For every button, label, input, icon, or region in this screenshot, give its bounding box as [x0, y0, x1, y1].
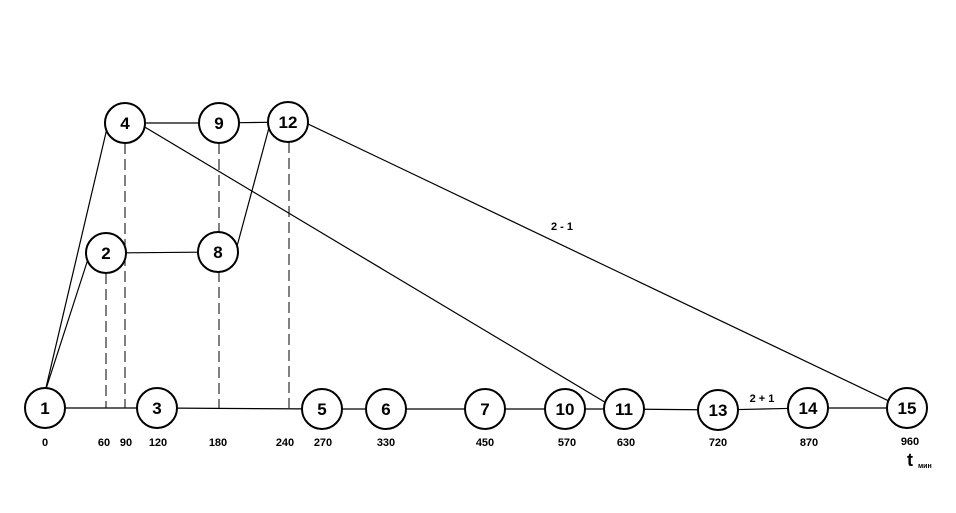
node-6: 6: [365, 388, 407, 430]
edge-13-14: [737, 407, 789, 411]
time-tick-label: 270: [314, 437, 332, 449]
node-2: 2: [85, 232, 127, 274]
node-circle: [267, 101, 309, 143]
edges: [44, 121, 892, 411]
node-label: 11: [615, 400, 633, 419]
time-axis-labels: 0 60 90 120 180 240 270 330 450 570 630 720 870 960: [42, 436, 919, 449]
time-tick-label: 180: [209, 437, 227, 449]
node-label: 14: [799, 399, 818, 418]
node-circle: [136, 387, 178, 429]
node-13: 13: [697, 389, 739, 431]
time-tick-label: 240: [276, 437, 294, 449]
node-circle: [104, 102, 146, 144]
node-4: 4: [104, 102, 146, 144]
time-tick-label: 870: [800, 437, 818, 449]
node-circle: [603, 388, 645, 430]
node-circle: [544, 388, 586, 430]
node-label: 9: [214, 114, 223, 133]
node-circle: [85, 232, 127, 274]
node-circle: [787, 387, 829, 429]
node-1: 1: [24, 387, 66, 429]
node-3: 3: [136, 387, 178, 429]
time-tick-label: 720: [709, 437, 727, 449]
node-circle: [886, 387, 928, 429]
node-label: 13: [709, 401, 728, 420]
edge-1-2: [44, 255, 90, 393]
time-axis-title: t мин: [907, 450, 932, 470]
edge-3-5: [176, 407, 303, 410]
time-tick-label: 960: [901, 436, 919, 448]
time-tick-label: 120: [149, 437, 167, 449]
node-label: 5: [317, 400, 326, 419]
edge-1-4: [44, 123, 109, 393]
axis-label-main: t: [907, 450, 913, 470]
time-tick-label: 90: [120, 437, 132, 449]
node-label: 12: [279, 113, 298, 132]
node-circle: [197, 231, 239, 273]
node-label: 10: [556, 400, 575, 419]
node-circle: [365, 388, 407, 430]
node-5: 5: [301, 388, 343, 430]
time-tick-label: 630: [617, 437, 635, 449]
node-label: 4: [120, 114, 130, 133]
node-circle: [697, 389, 739, 431]
time-tick-label: 330: [377, 437, 395, 449]
node-circle: [24, 387, 66, 429]
edge-label-12-15: 2 - 1: [551, 221, 573, 233]
edge-4-11: [142, 125, 609, 405]
edge-11-13: [643, 408, 699, 411]
dashed-projection-lines: [105, 142, 290, 408]
node-10: 10: [544, 388, 586, 430]
edge-labels: 2 + 1 2 - 1: [551, 221, 774, 405]
time-tick-label: 570: [558, 437, 576, 449]
node-14: 14: [787, 387, 829, 429]
time-tick-label: 60: [98, 437, 110, 449]
edge-12-15: [305, 122, 892, 403]
edge-label-13-14: 2 + 1: [750, 393, 775, 405]
edge-2-8: [125, 251, 199, 254]
node-label: 8: [213, 243, 222, 262]
node-8: 8: [197, 231, 239, 273]
node-11: 11: [603, 388, 645, 430]
node-label: 7: [480, 400, 489, 419]
node-12: 12: [267, 101, 309, 143]
axis-label-sub: мин: [918, 463, 932, 470]
node-15: 15: [886, 387, 928, 429]
node-label: 6: [381, 400, 390, 419]
node-circle: [301, 388, 343, 430]
time-tick-label: 450: [476, 437, 494, 449]
node-label: 15: [898, 399, 917, 418]
node-7: 7: [464, 388, 506, 430]
node-9: 9: [198, 102, 240, 144]
time-tick-label: 0: [42, 437, 48, 449]
node-label: 3: [152, 399, 161, 418]
node-label: 2: [101, 244, 110, 263]
node-label: 1: [40, 399, 49, 418]
edge-8-12: [235, 123, 271, 251]
node-circle: [464, 388, 506, 430]
node-circle: [198, 102, 240, 144]
